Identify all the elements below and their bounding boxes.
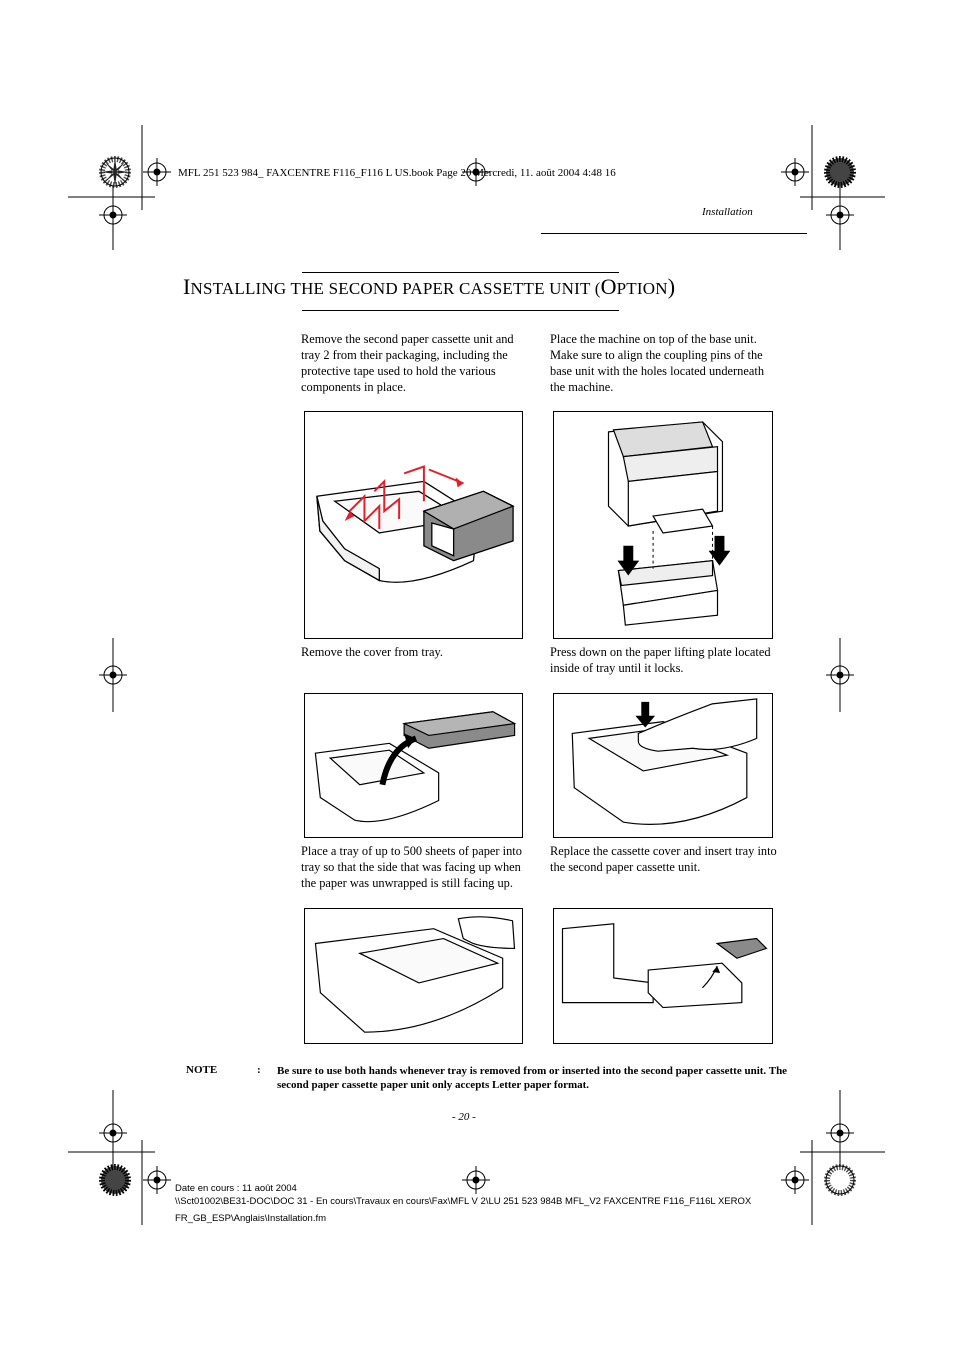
footer-path: \\Sct01002\BE31-DOC\DOC 31 - En cours\Tr… [175, 1196, 752, 1207]
figure-insert-tray [553, 908, 773, 1044]
figure-place-paper [304, 908, 523, 1044]
page-number: - 20 - [452, 1111, 476, 1123]
step-5-text: Place a tray of up to 500 sheets of pape… [301, 844, 522, 890]
book-info-line: MFL 251 523 984_ FAXCENTRE F116_F116 L U… [178, 167, 616, 179]
figure-remove-cover [304, 693, 523, 838]
section-name: Installation [702, 206, 753, 218]
figure-place-machine [553, 411, 773, 639]
note-text: Be sure to use both hands whenever tray … [277, 1065, 788, 1091]
footer-file: FR_GB_ESP\Anglais\Installation.fm [175, 1213, 327, 1224]
step-2-text: Place the machine on top of the base uni… [550, 332, 765, 394]
figure-unpack-cassette [304, 411, 523, 639]
page-title: Installing the second paper cassette uni… [183, 274, 676, 299]
note-label: NOTE [186, 1064, 218, 1076]
note-colon: : [257, 1064, 261, 1076]
figure-press-plate [553, 693, 773, 838]
step-4-text: Press down on the paper lifting plate lo… [550, 645, 771, 675]
header-rule [541, 233, 807, 234]
step-3-text: Remove the cover from tray. [301, 645, 443, 659]
step-6-text: Replace the cassette cover and insert tr… [550, 844, 777, 874]
step-1-text: Remove the second paper cassette unit an… [301, 332, 514, 394]
footer-date: Date en cours : 11 août 2004 [175, 1183, 297, 1194]
title-rule-top [302, 272, 619, 273]
title-rule-bottom [302, 310, 619, 311]
